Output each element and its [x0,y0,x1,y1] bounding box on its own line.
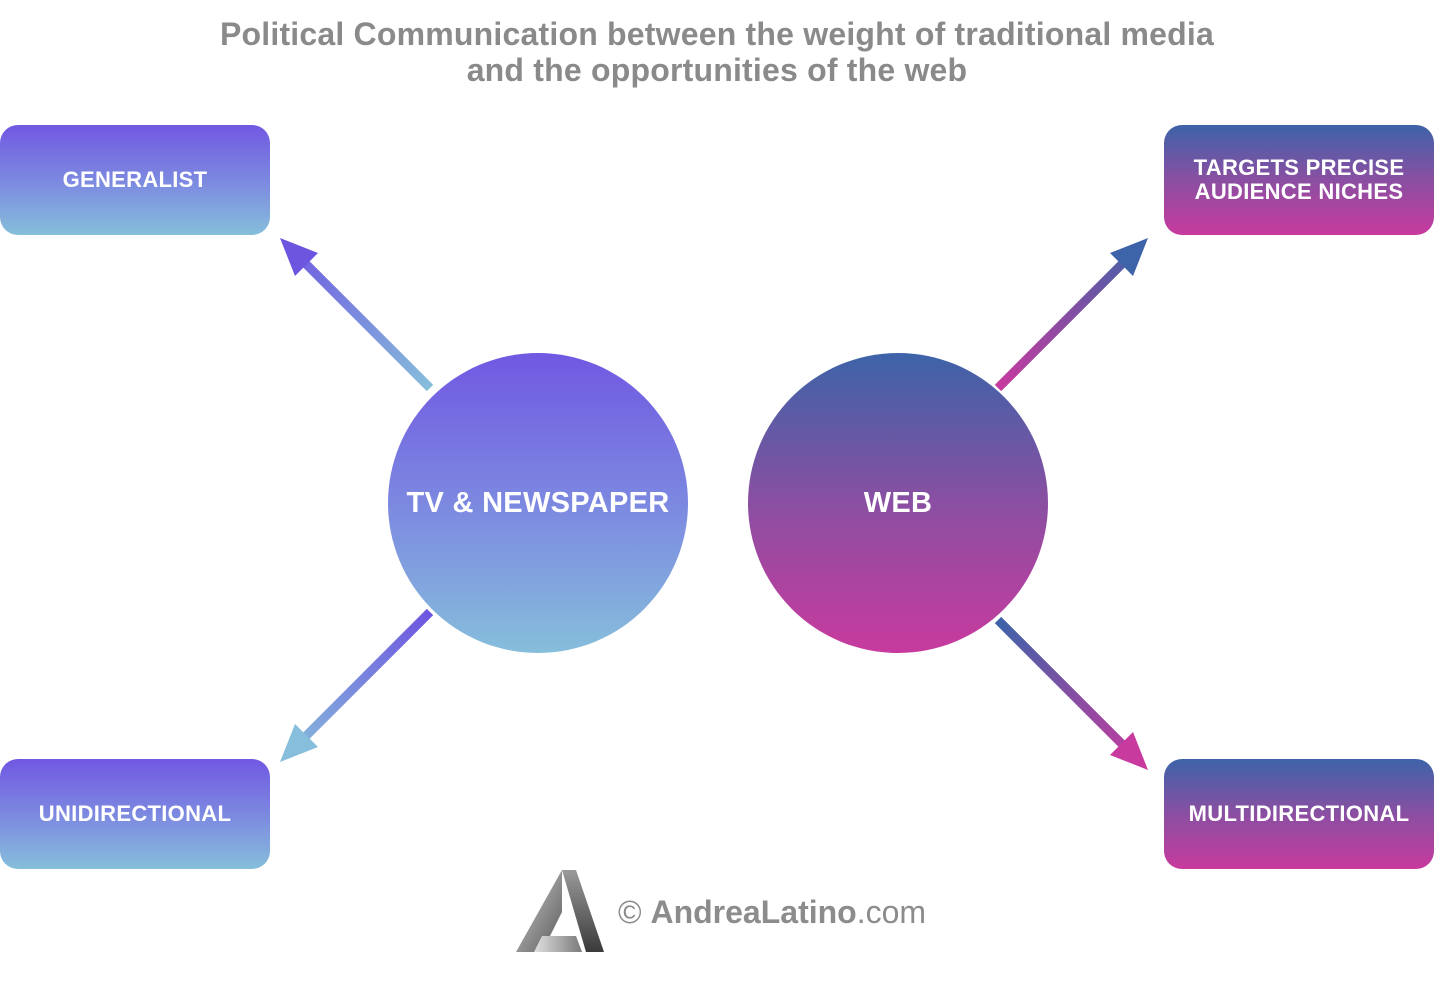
title-line-1: Political Communication between the weig… [219,16,1215,52]
arrow-web-to-multidirectional [994,616,1148,770]
unidirectional-box: UNIDIRECTIONAL [0,759,270,869]
arrow-tv-to-unidirectional [280,608,434,762]
web-label: WEB [863,486,933,519]
targets-box: TARGETS PRECISE AUDIENCE NICHES [1164,125,1434,235]
multidirectional-box: MULTIDIRECTIONAL [1164,759,1434,869]
credit-text: © AndreaLatino.com [618,894,926,931]
diagram-title: Political Communication between the weig… [0,16,1434,88]
arrow-web-to-targets [994,238,1148,392]
author-domain: .com [856,894,927,930]
footer-credit: © AndreaLatino.com [512,866,932,958]
multidirectional-label: MULTIDIRECTIONAL [1188,801,1410,826]
tv-newspaper-node: TV & NEWSPAPER [388,353,688,653]
generalist-label: GENERALIST [62,167,208,192]
targets-label-line-1: TARGETS PRECISE [1193,155,1405,180]
author-name: AndreaLatino [650,894,857,930]
web-node: WEB [748,353,1048,653]
arrow-tv-to-generalist [280,238,434,392]
tv-newspaper-label: TV & NEWSPAPER [406,486,670,519]
triangle-a-logo-icon [516,870,604,952]
generalist-box: GENERALIST [0,125,270,235]
unidirectional-label: UNIDIRECTIONAL [38,801,232,826]
title-line-2: and the opportunities of the web [466,52,968,88]
targets-label-line-2: AUDIENCE NICHES [1194,179,1404,204]
copyright-symbol: © [618,894,642,930]
